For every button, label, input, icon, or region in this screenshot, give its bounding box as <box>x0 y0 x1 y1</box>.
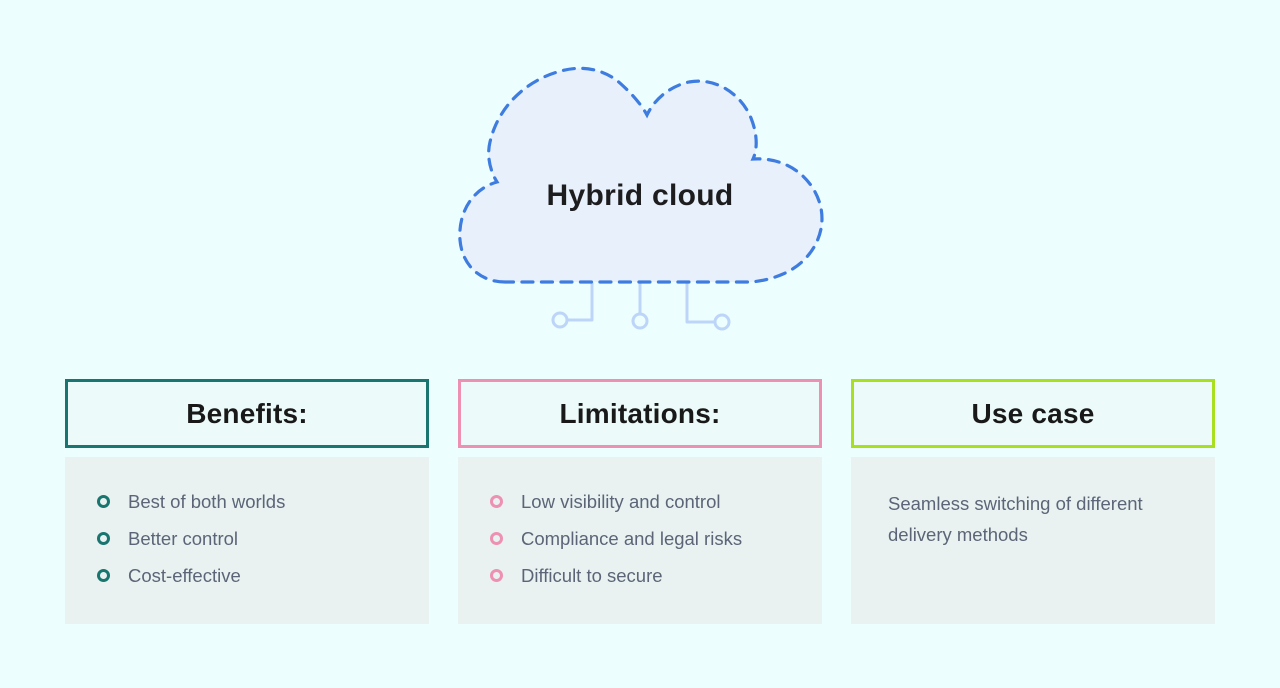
bullet-ring-icon <box>490 569 503 582</box>
column-title: Use case <box>971 397 1095 429</box>
connector-line-left <box>565 281 594 322</box>
connector-node-right <box>713 313 731 331</box>
list-item: Difficult to secure <box>490 564 812 587</box>
cloud-outline <box>458 66 824 284</box>
list-item: Low visibility and control <box>490 490 812 513</box>
list-item-label: Cost-effective <box>128 565 241 586</box>
column-text: Seamless switching of different delivery… <box>888 493 1143 545</box>
list-item-label: Difficult to secure <box>521 565 663 586</box>
column-header: Benefits: <box>65 379 429 448</box>
connector-traces <box>551 281 731 331</box>
list-item-label: Better control <box>128 528 239 549</box>
column-use-case: Use case Seamless switching of different… <box>851 379 1215 624</box>
list-item: Compliance and legal risks <box>490 527 812 550</box>
bullet-ring-icon <box>490 532 503 545</box>
column-title: Limitations: <box>559 397 721 429</box>
cloud-label: Hybrid cloud <box>546 179 734 212</box>
list-item-label: Best of both worlds <box>128 491 286 512</box>
column-panel: Seamless switching of different delivery… <box>851 457 1215 624</box>
list-item: Best of both worlds <box>97 490 419 513</box>
connector-node-middle <box>631 312 649 330</box>
list-item: Cost-effective <box>97 564 419 587</box>
list-item-label: Compliance and legal risks <box>521 528 743 549</box>
column-header: Limitations: <box>458 379 822 448</box>
list-item-label: Low visibility and control <box>521 491 721 512</box>
column-header: Use case <box>851 379 1215 448</box>
bullet-ring-icon <box>97 495 110 508</box>
column-title: Benefits: <box>186 397 308 429</box>
bullet-ring-icon <box>97 569 110 582</box>
cloud-shape-svg <box>458 66 824 331</box>
connector-line-right <box>685 281 717 324</box>
list-item: Better control <box>97 527 419 550</box>
bullet-ring-icon <box>97 532 110 545</box>
bullet-ring-icon <box>490 495 503 508</box>
cloud-diagram: Hybrid cloud <box>450 55 830 340</box>
connector-node-left <box>551 311 569 329</box>
